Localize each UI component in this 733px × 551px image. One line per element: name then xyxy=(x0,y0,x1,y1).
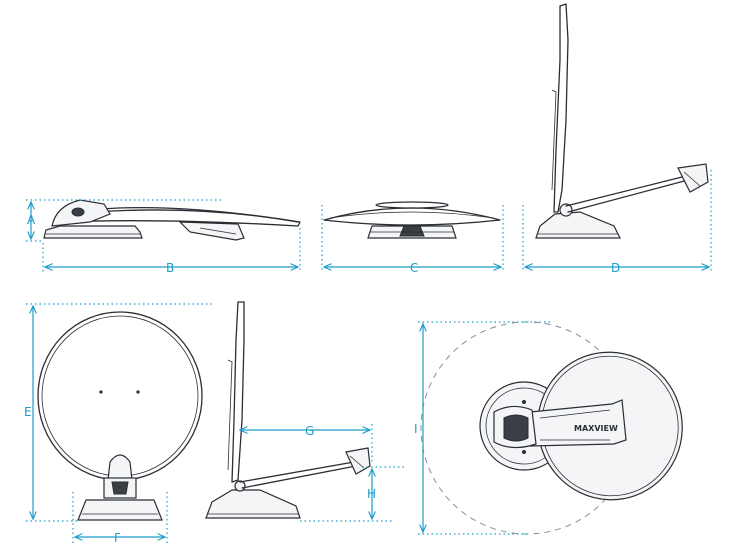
dimension-g: G xyxy=(240,424,373,462)
maxview-logo: MAXVIEW xyxy=(574,424,618,433)
dimension-h: H xyxy=(300,466,406,522)
label-b: B xyxy=(166,261,174,275)
dimension-b: B xyxy=(42,228,301,275)
folded-side-view xyxy=(43,199,301,241)
label-i: I xyxy=(414,422,418,436)
folded-front-view xyxy=(323,201,501,239)
label-g: G xyxy=(305,424,314,438)
label-d: D xyxy=(611,261,620,275)
dimension-a: A xyxy=(26,199,222,242)
label-e: E xyxy=(24,405,32,419)
top-view: MAXVIEW xyxy=(420,321,683,535)
dimension-c: C xyxy=(321,205,504,275)
dimension-e: E xyxy=(24,303,212,522)
label-f: F xyxy=(114,531,121,545)
label-a: A xyxy=(27,213,36,227)
dimension-d: D xyxy=(522,170,712,275)
deployed-side-view xyxy=(535,3,709,239)
deployed-side-view-2 xyxy=(205,301,371,519)
label-h: H xyxy=(367,487,376,501)
dimension-i: I xyxy=(414,321,550,535)
deployed-front-view xyxy=(37,311,203,521)
label-c: C xyxy=(410,261,418,275)
dimension-f: F xyxy=(72,492,168,546)
